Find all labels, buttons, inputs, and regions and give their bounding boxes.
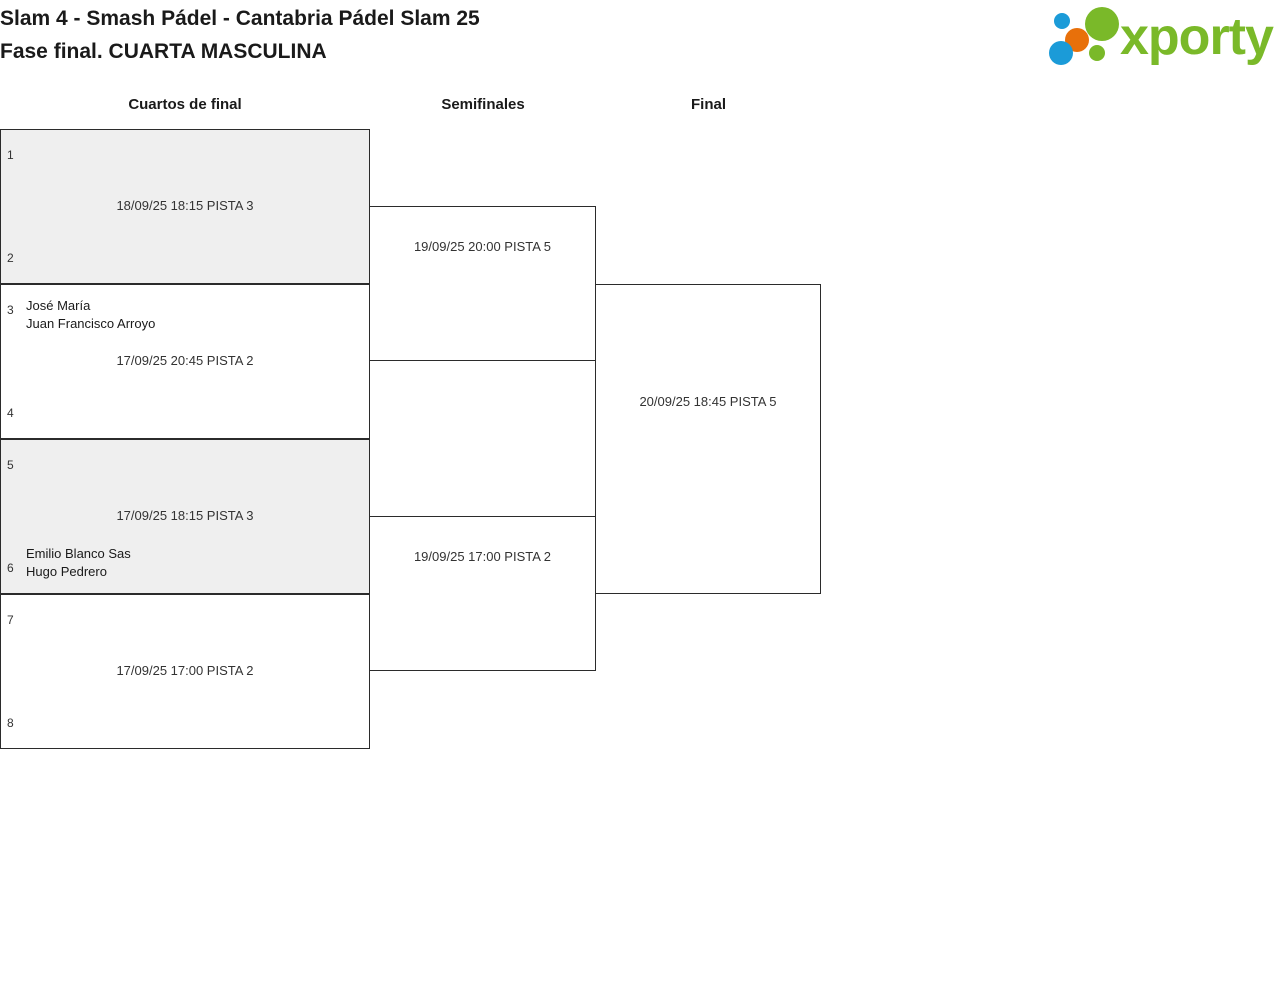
match-schedule: 18/09/25 18:15 PISTA 3 bbox=[116, 198, 254, 213]
match-quarterfinal-1[interactable]: 1 18/09/25 18:15 PISTA 3 2 bbox=[0, 129, 370, 284]
page-title: Slam 4 - Smash Pádel - Cantabria Pádel S… bbox=[0, 2, 900, 68]
match-final[interactable]: 20/09/25 18:45 PISTA 5 bbox=[595, 284, 821, 594]
match-quarterfinal-3[interactable]: 5 17/09/25 18:15 PISTA 3 6 Emilio Blanco… bbox=[0, 439, 370, 594]
match-semifinal-2[interactable]: 19/09/25 17:00 PISTA 2 bbox=[369, 516, 596, 671]
player-name: Emilio Blanco Sas bbox=[26, 546, 131, 561]
round-header-semifinals: Semifinales bbox=[441, 96, 525, 113]
tournament-title-line-1: Slam 4 - Smash Pádel - Cantabria Pádel S… bbox=[0, 7, 480, 30]
seed-number: 8 bbox=[7, 716, 14, 730]
xporty-logo-svg: xporty bbox=[1049, 7, 1275, 66]
match-quarterfinal-4[interactable]: 7 17/09/25 17:00 PISTA 2 8 bbox=[0, 594, 370, 749]
match-schedule: 17/09/25 18:15 PISTA 3 bbox=[116, 508, 254, 523]
tournament-title-line-2: Fase final. CUARTA MASCULINA bbox=[0, 40, 327, 63]
player-name: José María bbox=[26, 298, 91, 313]
match-schedule: 17/09/25 20:45 PISTA 2 bbox=[116, 353, 254, 368]
logo-dot-blue-small bbox=[1054, 13, 1070, 29]
team-slot-top[interactable]: José María Juan Francisco Arroyo bbox=[26, 297, 155, 333]
match-schedule: 19/09/25 20:00 PISTA 5 bbox=[413, 239, 552, 254]
logo-dot-blue-large bbox=[1049, 41, 1073, 65]
seed-number: 6 bbox=[7, 561, 14, 575]
match-schedule: 19/09/25 17:00 PISTA 2 bbox=[413, 549, 552, 564]
seed-number: 7 bbox=[7, 613, 14, 627]
page-header: Slam 4 - Smash Pádel - Cantabria Pádel S… bbox=[0, 0, 1280, 90]
seed-number: 2 bbox=[7, 251, 14, 265]
tournament-bracket: 1 18/09/25 18:15 PISTA 3 2 3 José María … bbox=[0, 129, 900, 769]
match-semifinal-1[interactable]: 19/09/25 20:00 PISTA 5 bbox=[369, 206, 596, 361]
xporty-logo[interactable]: xporty bbox=[1046, 4, 1278, 68]
seed-number: 4 bbox=[7, 406, 14, 420]
logo-dot-green-large bbox=[1085, 7, 1119, 41]
seed-number: 1 bbox=[7, 148, 14, 162]
player-name: Juan Francisco Arroyo bbox=[26, 316, 156, 331]
player-name: Hugo Pedrero bbox=[26, 564, 107, 579]
logo-dot-green-small bbox=[1089, 45, 1105, 61]
match-schedule: 20/09/25 18:45 PISTA 5 bbox=[639, 394, 777, 409]
match-schedule: 17/09/25 17:00 PISTA 2 bbox=[116, 663, 254, 678]
seed-number: 5 bbox=[7, 458, 14, 472]
round-header-quarterfinals: Cuartos de final bbox=[128, 96, 242, 113]
team-slot-bottom[interactable]: Emilio Blanco Sas Hugo Pedrero bbox=[26, 545, 131, 581]
round-header-final: Final bbox=[690, 96, 726, 113]
logo-wordmark: xporty bbox=[1120, 8, 1274, 66]
seed-number: 3 bbox=[7, 303, 14, 317]
logo-dot-orange bbox=[1065, 28, 1089, 52]
match-quarterfinal-2[interactable]: 3 José María Juan Francisco Arroyo 17/09… bbox=[0, 284, 370, 439]
